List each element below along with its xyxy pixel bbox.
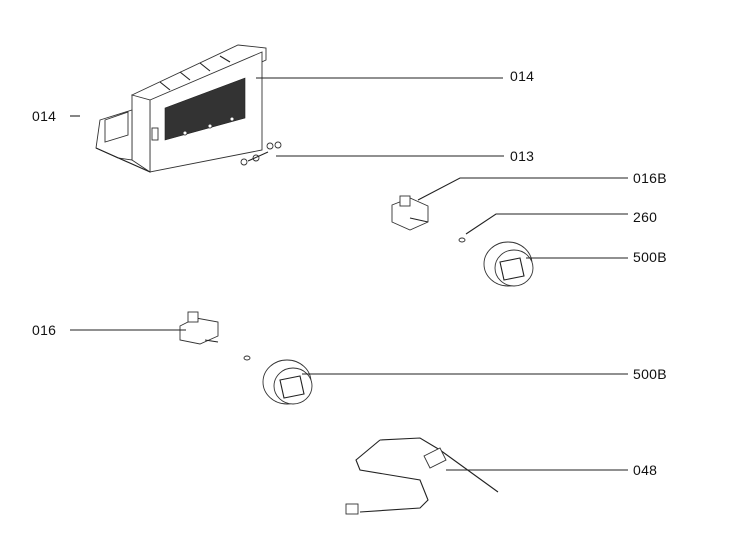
switch-016 — [179, 311, 219, 345]
ring-small — [243, 355, 251, 361]
clips-part — [240, 141, 282, 166]
label-500b-upper: 500B — [633, 249, 667, 265]
label-014-left: 014 — [32, 108, 57, 124]
leader-lines — [70, 77, 628, 471]
switch-016b — [391, 195, 429, 231]
label-500b-lower: 500B — [633, 366, 667, 382]
label-016: 016 — [32, 322, 57, 338]
label-013: 013 — [510, 148, 535, 164]
label-014-right: 014 — [510, 68, 535, 84]
label-260: 260 — [633, 209, 658, 225]
control-panel-housing — [95, 44, 267, 173]
knob-500b-upper — [483, 241, 534, 287]
sensor-048 — [345, 437, 499, 515]
ring-260 — [458, 237, 466, 243]
label-048: 048 — [633, 462, 658, 478]
label-016b: 016B — [633, 170, 667, 186]
knob-500b-lower — [262, 359, 313, 405]
